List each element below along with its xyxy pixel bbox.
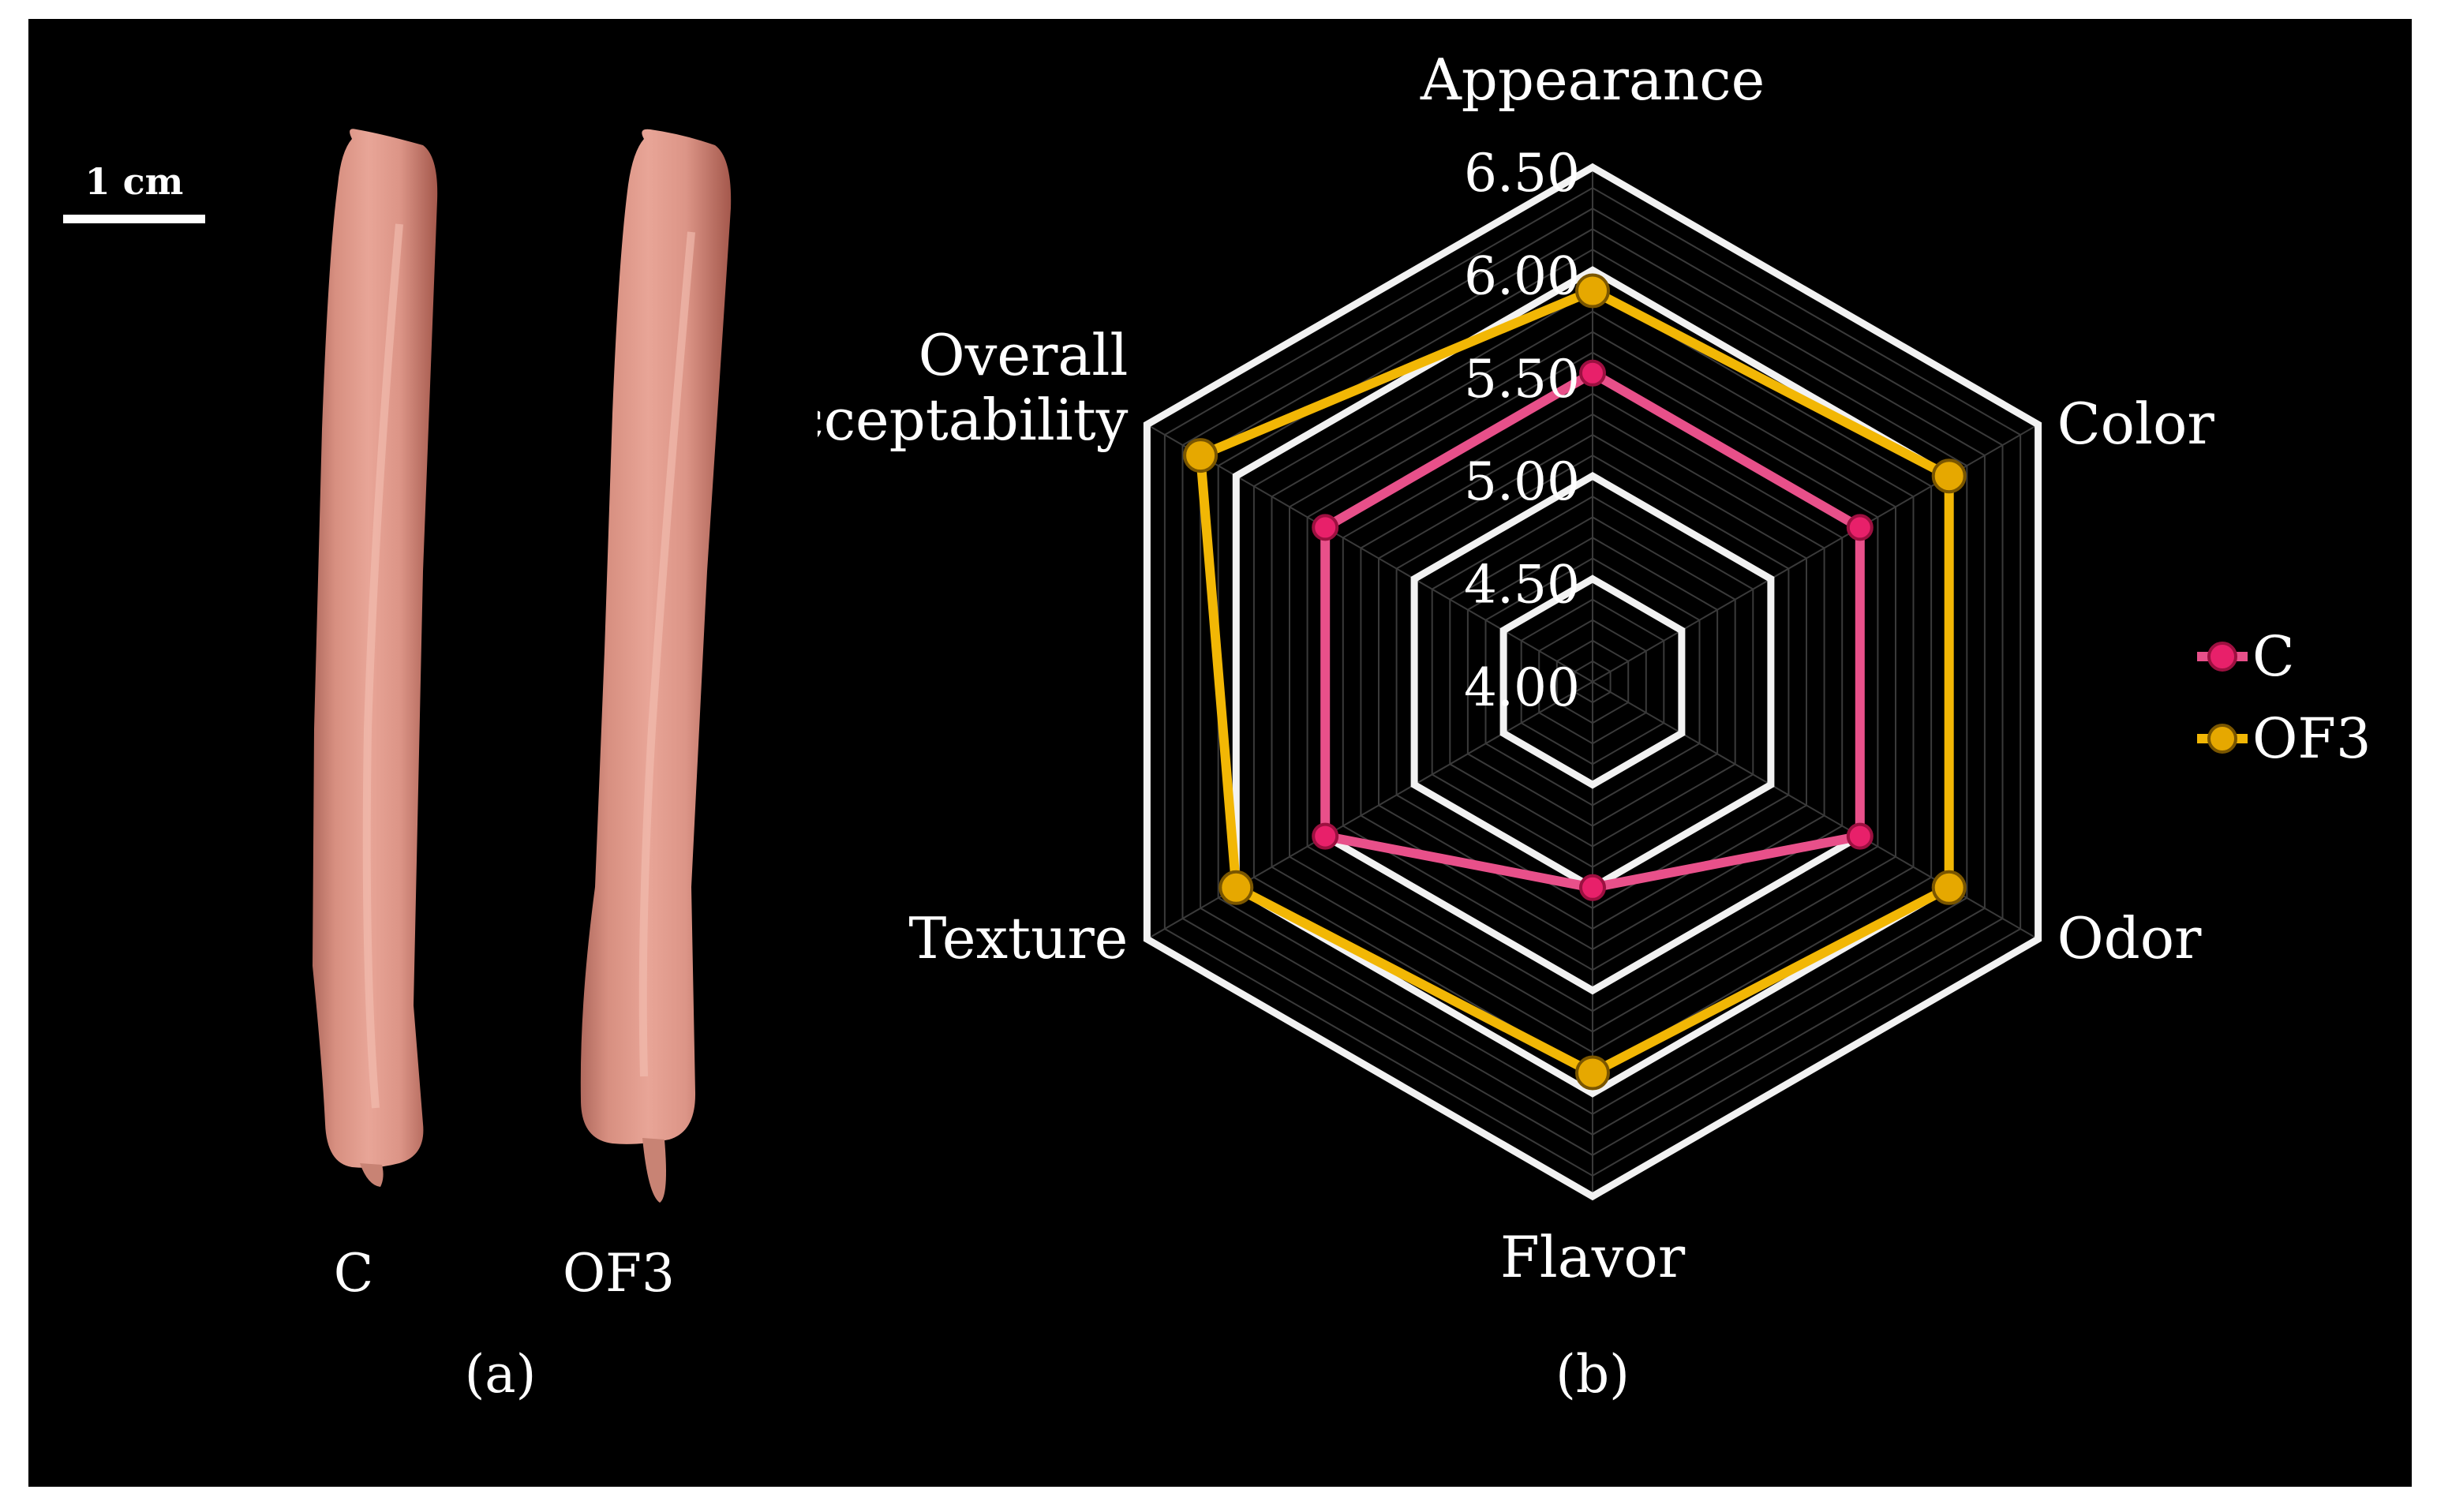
major-grid-ring bbox=[1143, 163, 2042, 1201]
axis-spoke bbox=[1592, 424, 2039, 683]
data-point bbox=[1579, 874, 1606, 901]
legend-item-OF3: OF3 bbox=[2197, 706, 2371, 771]
axis-label: Texture bbox=[908, 905, 1128, 971]
scale-bar: 1 cm bbox=[63, 160, 205, 223]
axis-label: Flavor bbox=[1500, 1224, 1686, 1290]
sausage-of3-image bbox=[580, 129, 732, 1203]
axis-label: Appearance bbox=[1420, 47, 1765, 113]
scale-bar-line bbox=[63, 215, 205, 223]
legend-marker bbox=[2207, 724, 2237, 754]
tick-label: 4.50 bbox=[1464, 555, 1580, 616]
radar-series bbox=[1183, 273, 1967, 1091]
panel-caption-b: (b) bbox=[1555, 1344, 1630, 1405]
legend-marker bbox=[2207, 642, 2237, 672]
tick-label: 6.50 bbox=[1464, 143, 1580, 204]
radar-tick-labels: 4.00 4.50 5.00 5.50 6.00 6.50 bbox=[1464, 143, 1580, 718]
tick-label: 5.50 bbox=[1464, 349, 1580, 410]
figure: 1 cm C OF3 (a) 4.00 4.50 5.00 5.50 6.00 6.50 … bbox=[28, 19, 2412, 1487]
axis-label: acceptability bbox=[818, 387, 1129, 453]
data-point bbox=[1931, 458, 1967, 494]
data-point bbox=[1575, 273, 1610, 309]
data-point bbox=[1312, 514, 1339, 541]
series-OF3 bbox=[1183, 273, 1967, 1091]
data-point bbox=[1183, 438, 1218, 473]
data-point bbox=[1312, 822, 1339, 850]
legend-label: C bbox=[2252, 624, 2295, 689]
tick-label: 4.00 bbox=[1464, 657, 1580, 718]
sausage-c-image bbox=[313, 129, 438, 1187]
photo-panel: 1 cm C OF3 (a) bbox=[63, 129, 732, 1405]
tick-label: 6.00 bbox=[1464, 245, 1580, 306]
axis-spoke bbox=[1146, 681, 1593, 940]
axis-label: Overall bbox=[919, 322, 1129, 388]
radar-fine-grid bbox=[1146, 166, 2039, 1198]
panel-caption-a: (a) bbox=[465, 1344, 537, 1405]
radar-chart: 4.00 4.50 5.00 5.50 6.00 6.50 AppearanceColor… bbox=[818, 47, 2371, 1405]
data-point bbox=[1218, 870, 1254, 905]
tick-label: 5.00 bbox=[1464, 451, 1580, 512]
axis-spoke bbox=[1146, 424, 1593, 683]
data-point bbox=[1846, 822, 1874, 850]
axis-spoke bbox=[1592, 681, 2039, 940]
axis-label: Color bbox=[2057, 391, 2215, 457]
legend: C OF3 bbox=[2197, 624, 2371, 771]
sausage-label-c: C bbox=[334, 1243, 374, 1304]
axis-label: Odor bbox=[2057, 905, 2202, 971]
data-point bbox=[1846, 514, 1874, 541]
series-C bbox=[1312, 359, 1874, 901]
data-point bbox=[1575, 1055, 1610, 1091]
scale-bar-label: 1 cm bbox=[85, 160, 184, 203]
legend-label: OF3 bbox=[2252, 706, 2371, 771]
major-grid-ring bbox=[1499, 574, 1686, 789]
data-point bbox=[1931, 870, 1967, 905]
data-point bbox=[1579, 359, 1606, 387]
sausage-label-of3: OF3 bbox=[563, 1243, 675, 1304]
legend-item-C: C bbox=[2197, 624, 2295, 689]
